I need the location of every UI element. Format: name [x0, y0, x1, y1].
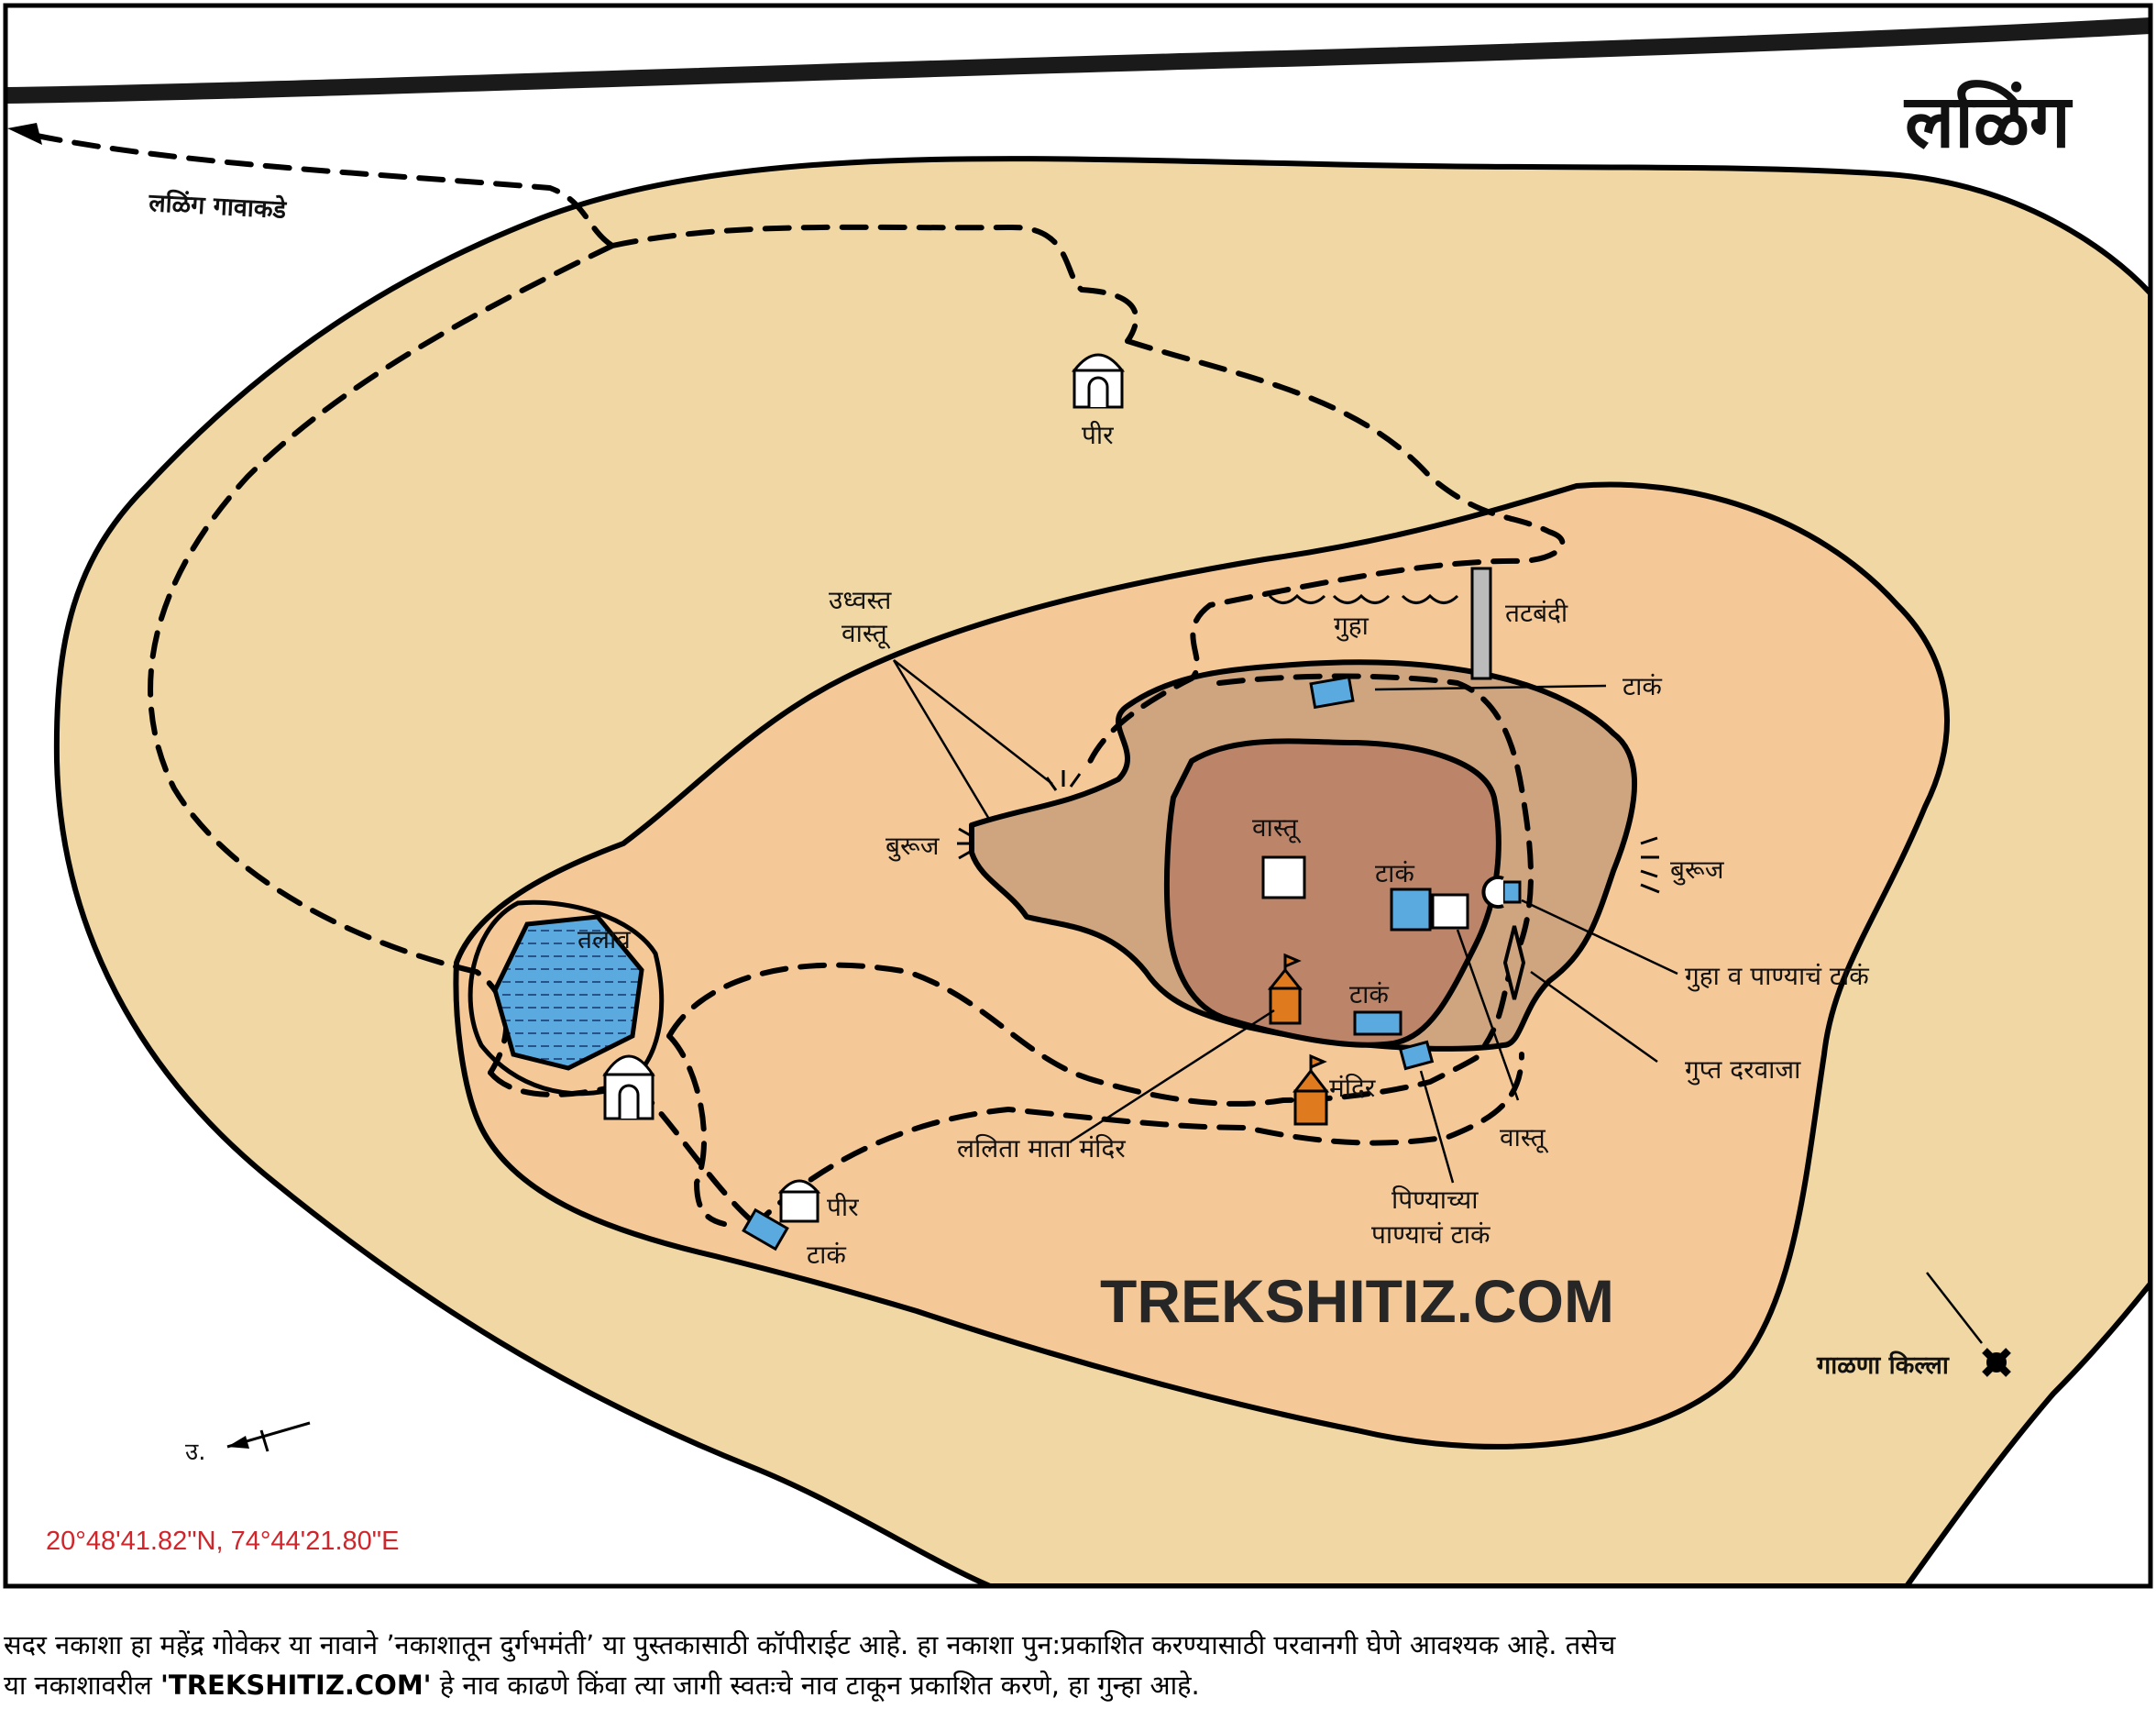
copyright-line-2-post: हे नाव काढणे किंवा त्या जागी स्वतःचे नाव…: [431, 1670, 1200, 1701]
temple-icon: [1292, 1053, 1330, 1126]
lake: [492, 914, 644, 1071]
secret-gate-icon: [1502, 925, 1526, 1000]
road: [6, 17, 2150, 104]
copyright-notice: सदर नकाशा हा महेंद्र गोवेकर या नावाने ’न…: [4, 1625, 2149, 1705]
water-tank-icon: [742, 675, 1522, 1251]
label-structure-lower: वास्तू: [1500, 1122, 1549, 1153]
label-cave-tank: गुहा व पाण्याचं टाकं: [1685, 961, 1869, 992]
trail-temple: [749, 1052, 1524, 1231]
shrine-icon: [602, 1054, 655, 1120]
label-drinking-tank-2: पाण्याचं टाकं: [1371, 1219, 1490, 1250]
label-drinking-tank-1: पिण्याच्या: [1392, 1185, 1479, 1215]
copyright-line-2: या नकाशावरील 'TREKSHITIZ.COM' हे नाव काढ…: [4, 1665, 2149, 1705]
shrine-icon: [777, 1179, 821, 1223]
galna-fort-icon: [1982, 1348, 2011, 1377]
label-tank-bottom: टाकं: [807, 1240, 846, 1270]
structure-icon: [1261, 855, 1306, 899]
rampart-icon: [1470, 567, 1492, 680]
route-arrow-head: [7, 123, 42, 145]
trail-bottom-2: [666, 1033, 727, 1227]
label-bastion-left: बुरूज: [886, 831, 940, 862]
temple-icon: [1267, 953, 1304, 1025]
label-caves: गुहा: [1334, 611, 1370, 642]
north-label: उ.: [185, 1439, 206, 1466]
copyright-brand: 'TREKSHITIZ.COM': [160, 1670, 432, 1701]
label-ruins-2: वास्तू: [842, 618, 891, 649]
label-peer-bottom: पीर: [827, 1192, 859, 1222]
structure-icon: [1431, 893, 1469, 930]
frame-border: [3, 3, 2153, 1589]
summit: [1163, 738, 1502, 1048]
label-peer-top: पीर: [1082, 420, 1114, 450]
shrine-icon: [1071, 353, 1126, 409]
trail-main-loop: [148, 224, 1139, 1075]
map-title: लळिंग: [1903, 79, 2074, 164]
route-label: लळिंग गावाकडे: [148, 188, 289, 225]
label-tank-center: टाकं: [1375, 858, 1414, 888]
coordinates-label: 20°48'41.82"N, 74°44'21.80"E: [46, 1527, 399, 1556]
cave-arc-icon: [1481, 876, 1504, 909]
label-rampart: तटबंदी: [1505, 598, 1568, 628]
trail-to-village: [34, 133, 615, 248]
trail-lower: [666, 962, 1488, 1107]
label-tank-lower: टाकं: [1349, 979, 1389, 1009]
label-lake: तलाव: [578, 924, 631, 954]
label-tank-top: टाकं: [1622, 671, 1662, 701]
copyright-line-1: सदर नकाशा हा महेंद्र गोवेकर या नावाने ’न…: [4, 1629, 1616, 1660]
label-bastion-right: बुरूज: [1670, 854, 1725, 886]
label-structure: वास्तू: [1252, 812, 1302, 843]
copyright-line-2-pre: या नकाशावरील: [4, 1670, 161, 1701]
trail-bottom-1: [488, 1070, 764, 1231]
pointer-lines: [892, 659, 1983, 1344]
trail-to-fort: [1084, 338, 1566, 773]
label-galna-fort: गाळणा किल्ला: [1816, 1351, 1950, 1380]
watermark: TREKSHITIZ.COM: [1100, 1267, 1614, 1335]
label-lalita-temple: ललिता माता मंदिर: [957, 1133, 1126, 1163]
label-ruins-1: उध्वस्त: [829, 585, 892, 615]
caves-icon: [1268, 593, 1459, 604]
fort-map: लळिंग लळिंग गावाकडे उध्वस्त वास्तू गुहा …: [3, 3, 2153, 1589]
north-arrow: [226, 1421, 311, 1452]
label-temple: मंदिर: [1329, 1073, 1376, 1103]
label-secret-gate: गुप्त दरवाजा: [1685, 1054, 1801, 1086]
